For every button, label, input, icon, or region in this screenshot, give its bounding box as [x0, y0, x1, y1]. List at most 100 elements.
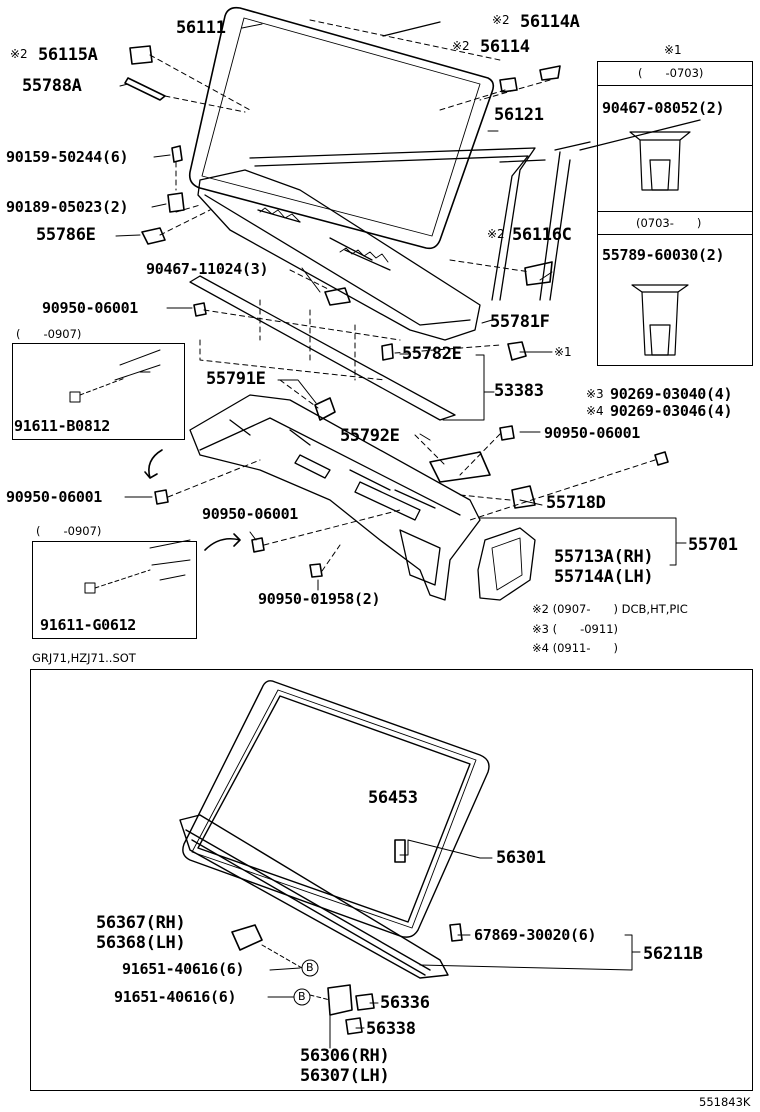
clip-box-marker: ※1	[664, 43, 682, 57]
label-55701: 55701	[688, 535, 738, 555]
cap-56367	[231, 924, 263, 951]
inset-box-g0612	[32, 541, 197, 639]
bracket-56306	[327, 984, 353, 1016]
label-90159: 90159-50244(6)	[6, 148, 129, 166]
inset-box-b0812	[12, 343, 185, 440]
label-56301: 56301	[496, 848, 546, 868]
inset-b0812-drawing	[69, 349, 161, 403]
label-leaders	[115, 23, 687, 1049]
note-marker-56116c: ※2	[487, 227, 505, 241]
plug-90950-b	[499, 425, 515, 441]
part-56116c	[524, 261, 553, 286]
clip-90467-11024	[324, 287, 351, 306]
side-bracket	[477, 527, 536, 601]
plug-90950-01958	[309, 563, 323, 578]
label-55788a: 55788A	[22, 76, 82, 96]
clip-box-range-bottom: (0703- )	[636, 216, 702, 230]
label-56116c: 56116C	[512, 225, 572, 245]
label-90950-01958: 90950-01958(2)	[258, 590, 381, 608]
weatherstrip	[189, 275, 456, 421]
windshield-glass	[188, 6, 495, 250]
bottom-section-box	[30, 669, 753, 1091]
bracket-55791e	[314, 397, 336, 421]
clip-variant-box	[597, 61, 753, 366]
clip-90467-08052-icon	[629, 131, 691, 191]
label-90950-c: 90950-06001	[6, 488, 103, 506]
grommet-55786e	[141, 227, 166, 245]
plug-90950-a	[193, 302, 207, 317]
label-56338: 56338	[366, 1019, 416, 1039]
label-55791e: 55791E	[206, 369, 266, 389]
moulding-55788a	[124, 77, 166, 101]
windshield-molding	[249, 21, 701, 301]
label-55713a: 55713A(RH)	[554, 547, 654, 567]
footnote-2: ※2 (0907- ) DCB,HT,PIC	[532, 602, 688, 616]
label-56367: 56367(RH)	[96, 913, 186, 933]
spring-56114a	[539, 65, 561, 81]
clip-x1	[507, 341, 527, 361]
label-90950-a: 90950-06001	[42, 299, 139, 317]
note-marker-56115a: ※2	[10, 47, 28, 61]
part-56115a	[129, 45, 153, 65]
nut-55782e	[381, 343, 394, 361]
label-55781f: 55781F	[490, 312, 550, 332]
inset-range-b0812: ( -0907)	[16, 327, 82, 341]
right-arrow-icon	[204, 533, 241, 551]
label-91611-b0812: 91611-B0812	[14, 417, 111, 435]
clip-box-part-bottom: 55789-60030(2)	[602, 246, 725, 264]
label-90269a: 90269-03040(4)	[610, 385, 733, 403]
label-56307: 56307(LH)	[300, 1066, 390, 1086]
b-marker-2: B	[298, 990, 306, 1003]
part-56114	[499, 77, 518, 93]
note-marker-90269a: ※3	[586, 387, 604, 401]
leader-lines	[149, 19, 656, 572]
note-marker-x1-ref: ※1	[554, 345, 572, 359]
note-marker-90269b: ※4	[586, 404, 604, 418]
label-56111: 56111	[176, 18, 226, 38]
label-91651-a: 91651-40616(6)	[122, 960, 245, 978]
label-56211b: 56211B	[643, 944, 703, 964]
clip-variant-divider-1	[597, 85, 753, 86]
plug-90950-d	[251, 537, 265, 553]
label-56368: 56368(LH)	[96, 933, 186, 953]
label-56306: 56306(RH)	[300, 1046, 390, 1066]
bracket-55718d	[511, 485, 536, 509]
note-marker-56114a: ※2	[492, 13, 510, 27]
label-90467-11024: 90467-11024(3)	[146, 260, 269, 278]
clip-55789-60030-icon	[631, 284, 689, 356]
label-56336: 56336	[380, 993, 430, 1013]
footnote-4: ※4 (0911- )	[532, 641, 618, 655]
bottom-section-caption: GRJ71,HZJ71..SOT	[32, 651, 136, 665]
clip-box-part-top: 90467-08052(2)	[602, 99, 725, 117]
label-55786e: 55786E	[36, 225, 96, 245]
label-91611-g0612: 91611-G0612	[40, 616, 137, 634]
label-67869: 67869-30020(6)	[474, 926, 597, 944]
plug-90950-c	[154, 489, 169, 505]
dash-panel	[189, 394, 481, 601]
b-marker-1: B	[306, 961, 314, 974]
down-arrow-icon	[144, 449, 163, 479]
label-55718d: 55718D	[546, 493, 606, 513]
nut-90189	[167, 192, 185, 213]
clip-variant-divider-2	[597, 211, 753, 212]
label-55714a: 55714A(LH)	[554, 567, 654, 587]
clip-56338	[345, 1017, 363, 1035]
clip-56336	[355, 993, 375, 1011]
label-56114: 56114	[480, 37, 530, 57]
label-56121: 56121	[494, 105, 544, 125]
clip-56453	[394, 839, 406, 863]
screw-90159	[171, 145, 183, 163]
clip-box-range-top: ( -0703)	[638, 66, 704, 80]
label-90189: 90189-05023(2)	[6, 198, 129, 216]
label-53383: 53383	[494, 381, 544, 401]
label-56115a: 56115A	[38, 45, 98, 65]
cowl-top-panel	[197, 169, 481, 341]
screw-90269	[654, 451, 669, 466]
footnote-3: ※3 ( -0911)	[532, 622, 618, 636]
label-90950-b: 90950-06001	[544, 424, 641, 442]
label-55792e: 55792E	[340, 426, 400, 446]
lower-molding-56211b	[179, 814, 449, 979]
label-55782e: 55782E	[402, 344, 462, 364]
label-90269b: 90269-03046(4)	[610, 402, 733, 420]
